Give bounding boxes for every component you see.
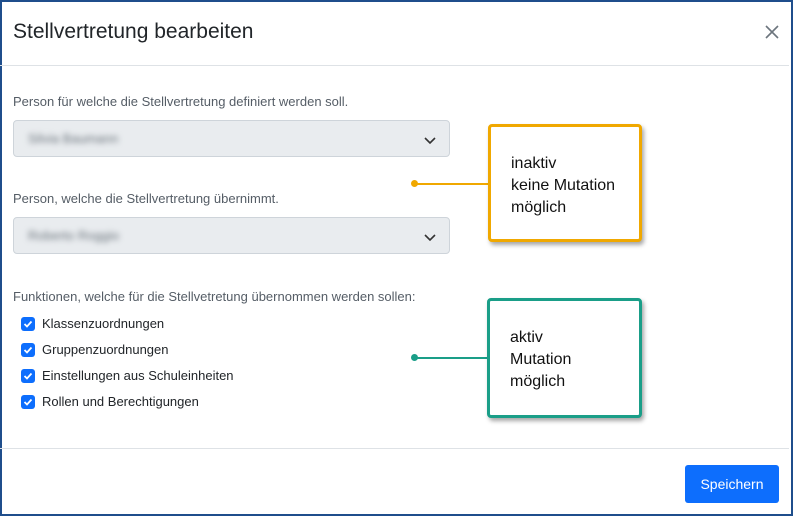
person-value: Silvia Baumann bbox=[28, 131, 119, 146]
checkbox[interactable] bbox=[21, 369, 35, 383]
save-button[interactable]: Speichern bbox=[685, 465, 779, 503]
checkmark-icon bbox=[23, 372, 33, 380]
close-icon bbox=[765, 25, 779, 39]
functions-label: Funktionen, welche für die Stellvetretun… bbox=[13, 289, 416, 304]
dialog-header: Stellvertretung bearbeiten bbox=[0, 0, 789, 66]
person-label: Person für welche die Stellvertretung de… bbox=[13, 94, 349, 109]
checkmark-icon bbox=[23, 398, 33, 406]
substitute-value: Roberto Roggio bbox=[28, 228, 120, 243]
person-select: Silvia Baumann bbox=[13, 120, 450, 157]
checkbox-label: Klassenzuordnungen bbox=[42, 316, 165, 331]
callout-inactive: inaktiv keine Mutation möglich bbox=[488, 124, 642, 242]
chevron-down-icon bbox=[424, 234, 436, 242]
checkmark-icon bbox=[23, 346, 33, 354]
substitute-label: Person, welche die Stellvertretung übern… bbox=[13, 191, 279, 206]
callout-active: aktiv Mutation möglich bbox=[487, 298, 642, 418]
callout-dot-inactive bbox=[411, 180, 418, 187]
substitute-select: Roberto Roggio bbox=[13, 217, 450, 254]
chevron-down-icon bbox=[424, 137, 436, 145]
checkbox-label: Gruppenzuordnungen bbox=[42, 342, 169, 357]
callout-connector-active bbox=[414, 357, 489, 359]
checkbox-label: Rollen und Berechtigungen bbox=[42, 394, 199, 409]
callout-connector-inactive bbox=[414, 183, 489, 185]
callout-active-text: aktiv Mutation möglich bbox=[510, 329, 572, 390]
checkbox-label: Einstellungen aus Schuleinheiten bbox=[42, 368, 234, 383]
callout-dot-active bbox=[411, 354, 418, 361]
dialog-title: Stellvertretung bearbeiten bbox=[13, 20, 254, 43]
close-button[interactable] bbox=[762, 22, 782, 42]
callout-inactive-text: inaktiv keine Mutation möglich bbox=[511, 155, 616, 216]
checkbox[interactable] bbox=[21, 395, 35, 409]
checkmark-icon bbox=[23, 320, 33, 328]
dialog-footer-divider bbox=[0, 448, 789, 449]
checkbox[interactable] bbox=[21, 343, 35, 357]
checkbox[interactable] bbox=[21, 317, 35, 331]
